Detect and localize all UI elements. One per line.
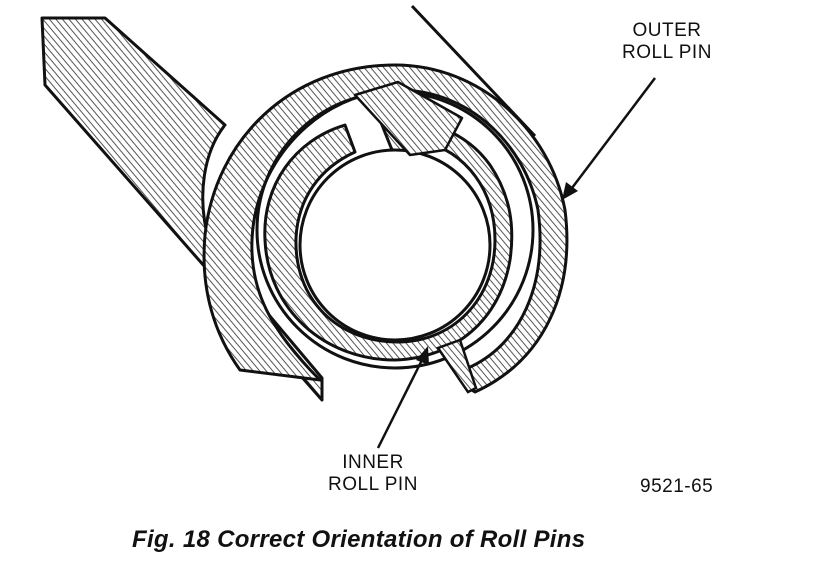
outer-pin-gap-wedge <box>436 338 478 394</box>
figure-number: 9521-65 <box>640 476 714 497</box>
outer-roll-pin-label-line1: OUTER <box>632 20 702 41</box>
outer-pin-leader-line <box>571 77 656 189</box>
inner-roll-pin-label-line2: ROLL PIN <box>328 474 418 495</box>
outer-pin-arrowhead <box>562 182 578 200</box>
inner-pin-leader-line <box>376 359 424 449</box>
outer-roll-pin-label-line2: ROLL PIN <box>622 42 712 63</box>
outer-roll-pin <box>202 63 569 394</box>
inner-roll-pin-label: INNER ROLL PIN <box>318 452 428 496</box>
inner-pin-arrowhead <box>416 346 429 365</box>
figure-caption: Fig. 18 Correct Orientation of Roll Pins <box>132 526 586 553</box>
pin-slot-key <box>353 80 464 157</box>
inner-roll-pin-label-line1: INNER <box>342 452 404 473</box>
outer-roll-pin-label: OUTER ROLL PIN <box>612 20 722 64</box>
inner-pin-hollow <box>298 148 492 342</box>
